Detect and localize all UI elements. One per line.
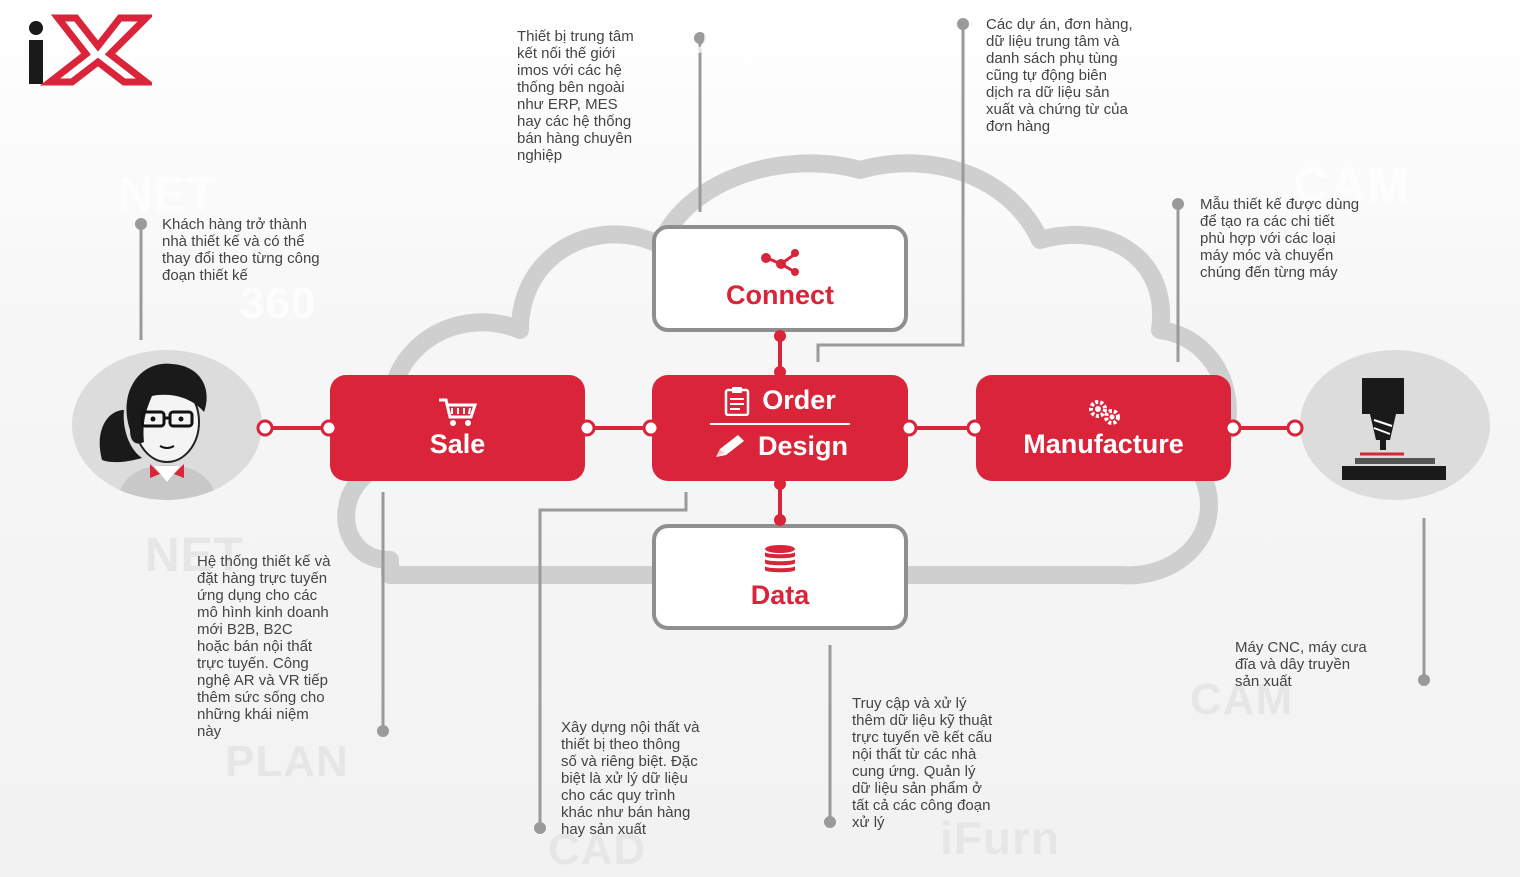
ix-logo-mark [29,14,157,86]
clipboard-icon [724,386,750,416]
ghost-word-360: 360 [240,279,317,328]
description-cad: Xây dựng nội thất và thiết bị theo thông… [561,719,700,838]
ix-logo: iX [28,14,157,86]
design-row: Design [712,431,848,462]
connect-label: Connect [726,280,834,310]
ghost-word-net-top: NET [118,169,217,222]
gears-icon [1088,399,1120,425]
pencil-icon [715,434,744,457]
ghost-word-net-mid: NET [145,529,244,582]
cnc-machine-image [1300,350,1490,500]
description-customer: Khách hàng trở thành nhà thiết kế và có … [162,216,320,284]
cnc-machine-illustration [1342,378,1446,480]
data-box[interactable]: Data [652,524,908,630]
customer-avatar [72,350,262,500]
description-ifurn: Truy cập và xử lý thêm dữ liệu kỹ thuật … [852,695,993,831]
design-label: Design [757,431,849,461]
description-organizer: Các dự án, đơn hàng, dữ liệu trung tâm v… [986,16,1133,135]
description-connect: Thiết bị trung tâm kết nối thế giới imos… [517,28,634,164]
database-icon [765,544,795,572]
order-design-box[interactable]: Order Design [652,375,908,481]
data-label: Data [750,579,810,610]
description-machine: Máy CNC, máy cưa đĩa và dây truyền sản x… [1235,639,1367,690]
ghost-word-cam-bottom: CAM [1190,675,1294,724]
description-cam: Mẫu thiết kế được dùng để tạo ra các chi… [1200,196,1360,281]
order-label: Order [762,385,836,415]
ghost-word-ifurn: iFurn [940,812,1060,864]
ghost-word-plan: PLAN [225,737,349,786]
connect-box[interactable]: Connect [652,225,908,332]
share-nodes-icon [761,249,799,276]
manufacture-label: Manufacture [1023,428,1184,459]
ghost-word-cad: CAD [548,825,647,874]
manufacture-box[interactable]: Manufacture [976,375,1231,481]
ghost-word-cam-top: CAM [1293,157,1410,213]
customer-avatar-illustration [99,363,217,500]
sale-label: Sale [429,428,486,459]
description-plan: Hệ thống thiết kế và đặt hàng trực tuyến… [197,553,331,740]
sale-box[interactable]: Sale [330,375,585,481]
ghost-word-organizer: Organizer [676,11,910,64]
order-row: Order [724,385,836,416]
order-design-divider [710,423,850,425]
shopping-cart-icon [438,398,477,426]
